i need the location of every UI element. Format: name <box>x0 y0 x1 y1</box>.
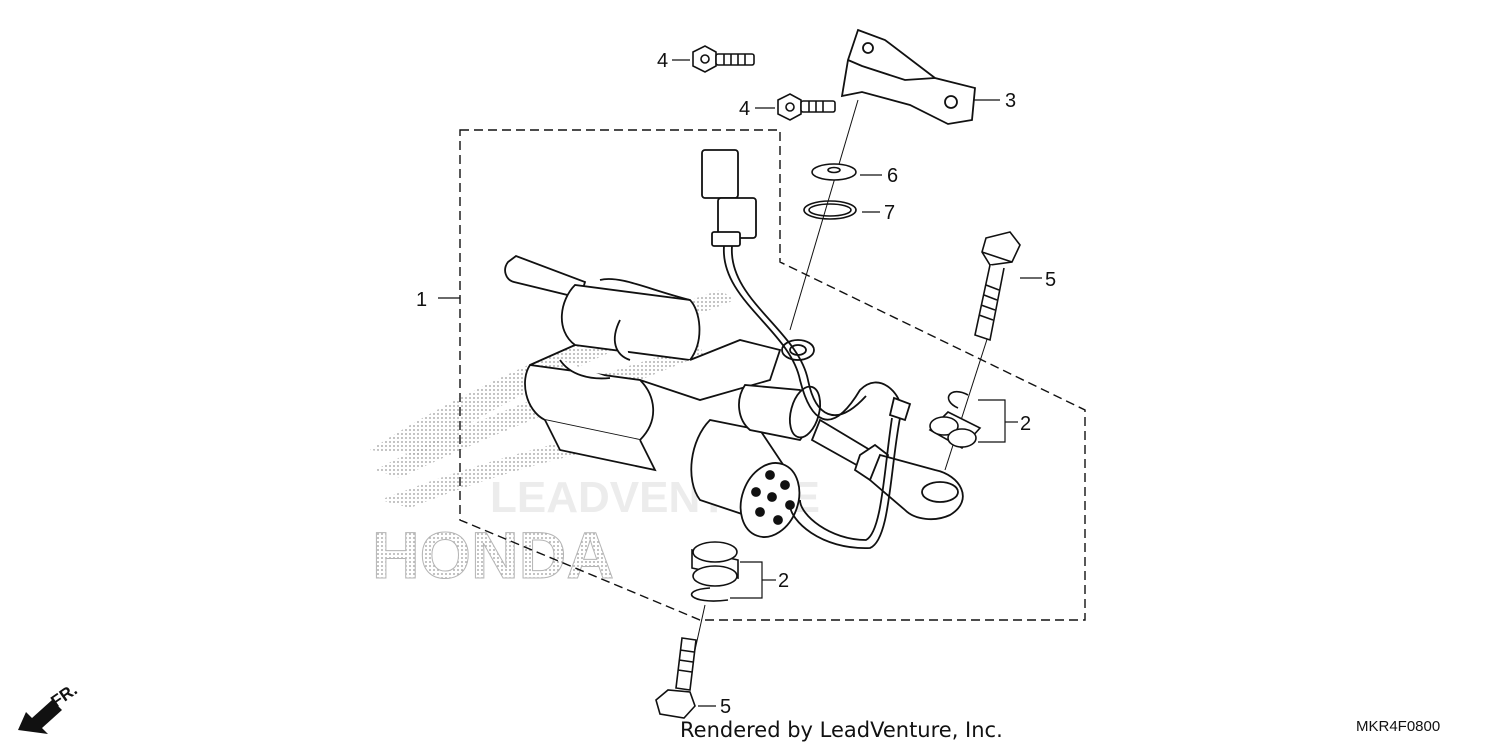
steering-damper-assembly <box>504 149 964 549</box>
render-credit: Rendered by LeadVenture, Inc. <box>680 718 1003 742</box>
callout-2-left: 2 <box>778 570 789 592</box>
o-ring <box>803 200 857 220</box>
callout-5-lower: 5 <box>720 696 731 718</box>
front-direction-arrow-icon: FR. <box>18 680 81 734</box>
rubber-collar-left <box>690 541 739 602</box>
diagram-code: MKR4F0800 <box>1356 718 1441 735</box>
hex-bolt-upper <box>974 231 1021 342</box>
callout-6: 6 <box>887 165 898 187</box>
hex-bolt-lower <box>655 637 697 719</box>
flange-bolt-upper <box>692 45 755 73</box>
callout-4-lower: 4 <box>739 98 750 120</box>
flange-bolt-lower <box>777 93 836 121</box>
callout-1: 1 <box>416 289 427 311</box>
callout-3: 3 <box>1005 90 1016 112</box>
assembly-boundary <box>459 129 1086 621</box>
leader-lines <box>438 59 1042 707</box>
callout-4-upper: 4 <box>657 50 668 72</box>
callout-5-upper: 5 <box>1045 269 1056 291</box>
washer <box>811 163 857 181</box>
rubber-collar-right <box>928 390 982 450</box>
callout-2-right: 2 <box>1020 413 1031 435</box>
callout-7: 7 <box>884 202 895 224</box>
honda-watermark-text: HONDA <box>372 518 614 592</box>
mount-bracket <box>840 28 976 125</box>
